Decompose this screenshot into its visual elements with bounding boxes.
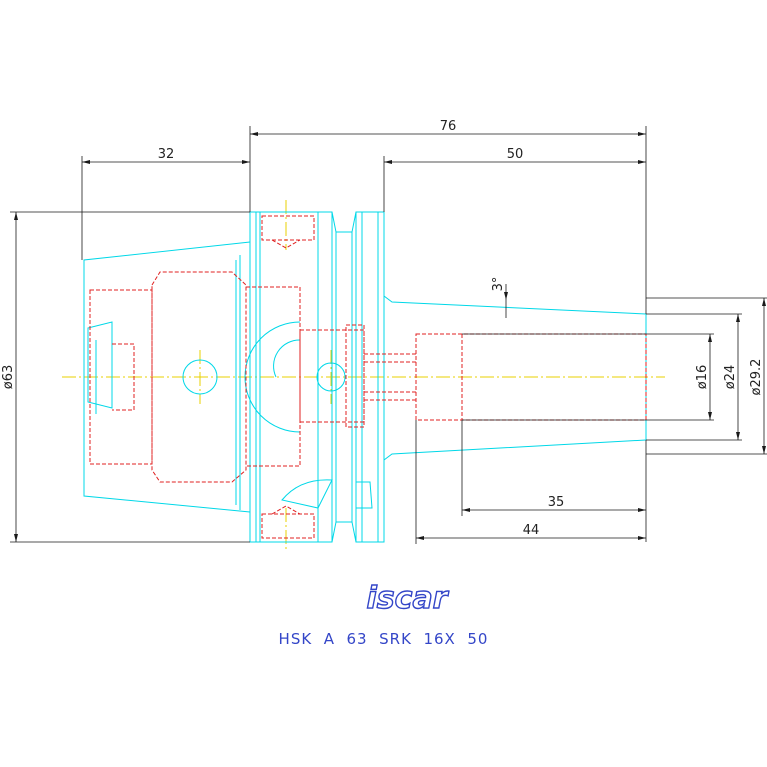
model-designation: HSK A 63 SRK 16X 50 [278,630,489,648]
dim-outer-diameter: ø63 [1,365,16,390]
logo-text: iscar [367,581,450,616]
dim-projection-length: 50 [507,147,524,162]
dim-taper-angle: 3° [491,277,506,292]
dim-clamp-length: 44 [523,523,540,538]
tool-outline [83,211,647,543]
dim-bore-depth: 35 [548,495,565,510]
dim-diameter-24: ø24 [723,365,738,390]
center-lines [62,200,665,552]
dimension-lines [10,126,767,544]
dim-bore-diameter: ø16 [695,365,710,390]
iscar-logo: iscar [366,580,451,616]
dim-overall-length: 76 [440,119,457,134]
dim-diameter-29-2: ø29.2 [749,359,764,396]
hidden-lines [89,215,647,539]
dim-flange-length: 32 [158,147,175,162]
